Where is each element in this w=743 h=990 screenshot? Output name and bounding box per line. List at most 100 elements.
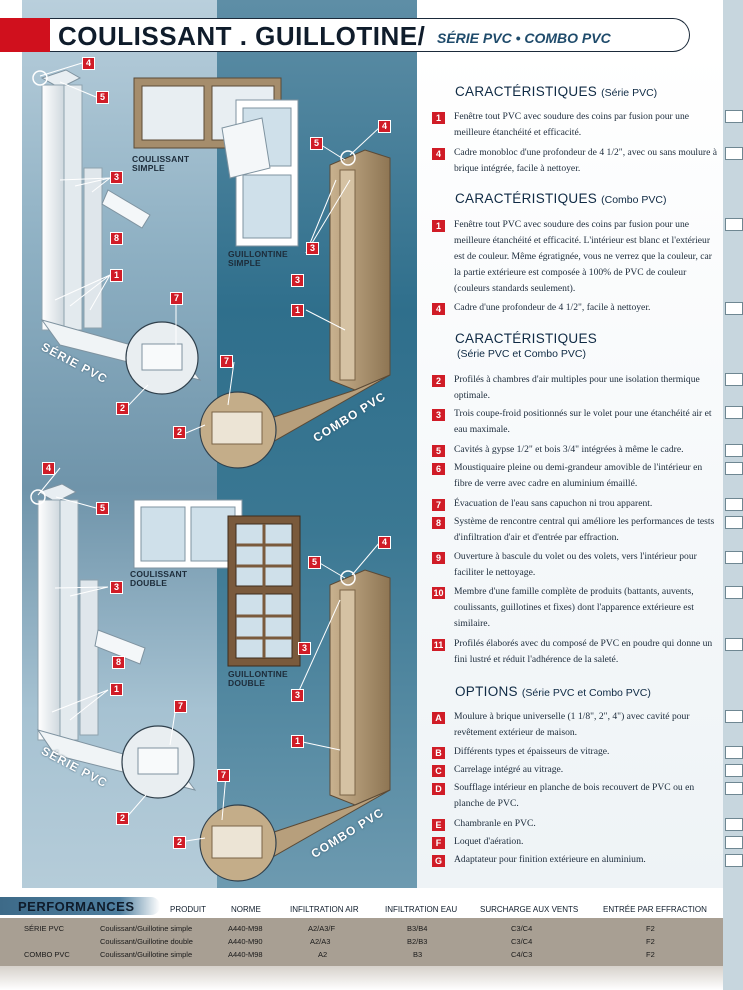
table-cell: Coulissant/Guillotine double [100,937,193,946]
section-title-serie: CARACTÉRISTIQUES (Série PVC) [455,84,657,99]
feature-badge: 4 [432,303,445,315]
option-badge: G [432,855,445,867]
option-text: Moulure à brique universelle (1 1/8", 2"… [454,711,690,738]
feature-badge: 9 [432,552,445,564]
performance-header-band [0,896,723,916]
callout-badge: 4 [378,120,391,133]
section-title-options: OPTIONS (Série PVC et Combo PVC) [455,684,651,699]
margin-tab [725,746,743,759]
margin-tab [725,406,743,419]
option-item: F Loquet d'aération. [432,836,720,850]
table-cell: A440-M98 [228,950,263,959]
table-cell: A440-M98 [228,924,263,933]
guillotine-double-window [227,515,301,667]
feature-text: Ouverture à bascule du volet ou des vole… [454,551,697,578]
table-cell: A2/A3/F [308,924,336,933]
margin-tab [725,836,743,849]
features-panel [417,50,723,888]
callout-badge: 7 [170,292,183,305]
callout-badge: 3 [291,689,304,702]
feature-text: Profilés élaborés avec du composé de PVC… [454,638,713,665]
feature-item: 11 Profilés élaborés avec du composé de … [432,638,720,668]
margin-tab [725,218,743,231]
feature-item: 4 Cadre d'une profondeur de 4 1/2", faci… [432,302,720,316]
coulissant-double-window [133,499,243,569]
section-qualifier: (Série PVC et Combo PVC) [521,687,651,699]
table-cell: Coulissant/Guillotine simple [100,924,193,933]
callout-badge: 5 [310,137,323,150]
margin-tab [725,516,743,529]
feature-badge: 6 [432,463,445,475]
table-cell: C3/C4 [511,924,533,933]
label-guillotine-double: GUILLONTINE DOUBLE [228,669,288,688]
callout-badge: 7 [174,700,187,713]
margin-tab [725,782,743,795]
callout-badge: 8 [110,232,123,245]
bottom-shadow [0,966,723,990]
option-item: G Adaptateur pour finition extérieure en… [432,854,720,868]
feature-badge: 10 [432,587,445,599]
table-cell: SÉRIE PVC [24,924,65,933]
margin-tab [725,586,743,599]
option-item: B Différents types et épaisseurs de vitr… [432,746,720,760]
margin-tab [725,110,743,123]
section-title-combo: CARACTÉRISTIQUES (Combo PVC) [455,191,667,206]
callout-badge: 3 [298,642,311,655]
callout-badge: 2 [173,426,186,439]
option-text: Adaptateur pour finition extérieure en a… [454,854,646,865]
option-item: E Chambranle en PVC. [432,818,720,832]
feature-item: 5 Cavités à gypse 1/2" et bois 3/4" inté… [432,444,720,458]
feature-item: 10 Membre d'une famille complète de prod… [432,586,720,632]
col-header-produit: PRODUIT [170,905,206,914]
callout-badge: 2 [116,402,129,415]
table-cell: F2 [646,950,655,959]
col-header-norme: NORME [231,905,261,914]
section-title-text: CARACTÉRISTIQUES [455,84,598,99]
margin-tab [725,373,743,386]
feature-text: Cadre d'une profondeur de 4 1/2", facile… [454,302,651,313]
callout-badge: 5 [96,91,109,104]
col-header-infiltration-eau: INFILTRATION EAU [385,905,458,914]
callout-badge: 3 [291,274,304,287]
callout-badge: 3 [110,581,123,594]
feature-item: 2 Profilés à chambres d'air multiples po… [432,374,720,404]
margin-tab [725,302,743,315]
margin-tab [725,498,743,511]
section-title-text: CARACTÉRISTIQUES [455,191,598,206]
table-cell: A2/A3 [310,937,331,946]
header-red-block [0,18,50,52]
table-cell: A2 [318,950,328,959]
label-coulissant-simple: COULISSANT SIMPLE [132,154,190,173]
col-header-infiltration-air: INFILTRATION AIR [290,905,359,914]
feature-badge: 11 [432,639,445,651]
header-banner [50,18,690,52]
option-text: Différents types et épaisseurs de vitrag… [454,746,610,757]
section-title-text: OPTIONS [455,684,518,699]
feature-badge: 7 [432,499,445,511]
table-cell: Coulissant/Guillotine simple [100,950,193,959]
page-subtitle: SÉRIE PVC • COMBO PVC [437,30,611,46]
option-badge: E [432,819,445,831]
option-item: D Soufflage intérieur en planche de bois… [432,782,720,812]
table-cell: C3/C4 [511,937,533,946]
margin-tab [725,764,743,777]
performance-title-tab [0,897,160,915]
label-coulissant-double: COULISSANT DOUBLE [130,569,188,588]
option-badge: B [432,747,445,759]
margin-tab [725,462,743,475]
margin-tab [725,638,743,651]
callout-badge: 3 [110,171,123,184]
serie-pvc-profile-top [32,69,202,395]
margin-tab [725,854,743,867]
table-cell: F2 [646,924,655,933]
option-text: Chambranle en PVC. [454,818,536,829]
option-badge: C [432,765,445,777]
section-qualifier: (Série PVC) [601,87,658,99]
feature-badge: 5 [432,445,445,457]
feature-badge: 2 [432,375,445,387]
feature-item: 3 Trois coupe-froid positionnés sur le v… [432,408,720,438]
performance-table-body [0,918,723,966]
feature-item: 7 Évacuation de l'eau sans capuchon ni t… [432,498,720,512]
feature-badge: 4 [432,148,445,160]
performance-title: PERFORMANCES [18,899,135,914]
